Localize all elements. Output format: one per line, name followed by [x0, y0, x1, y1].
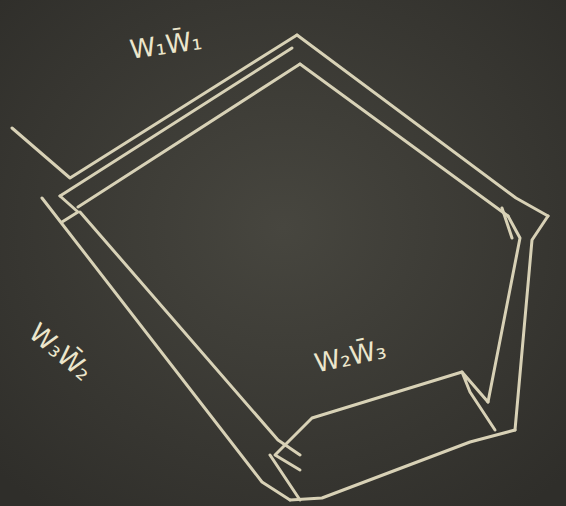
ribbon-loop: [12, 35, 548, 500]
